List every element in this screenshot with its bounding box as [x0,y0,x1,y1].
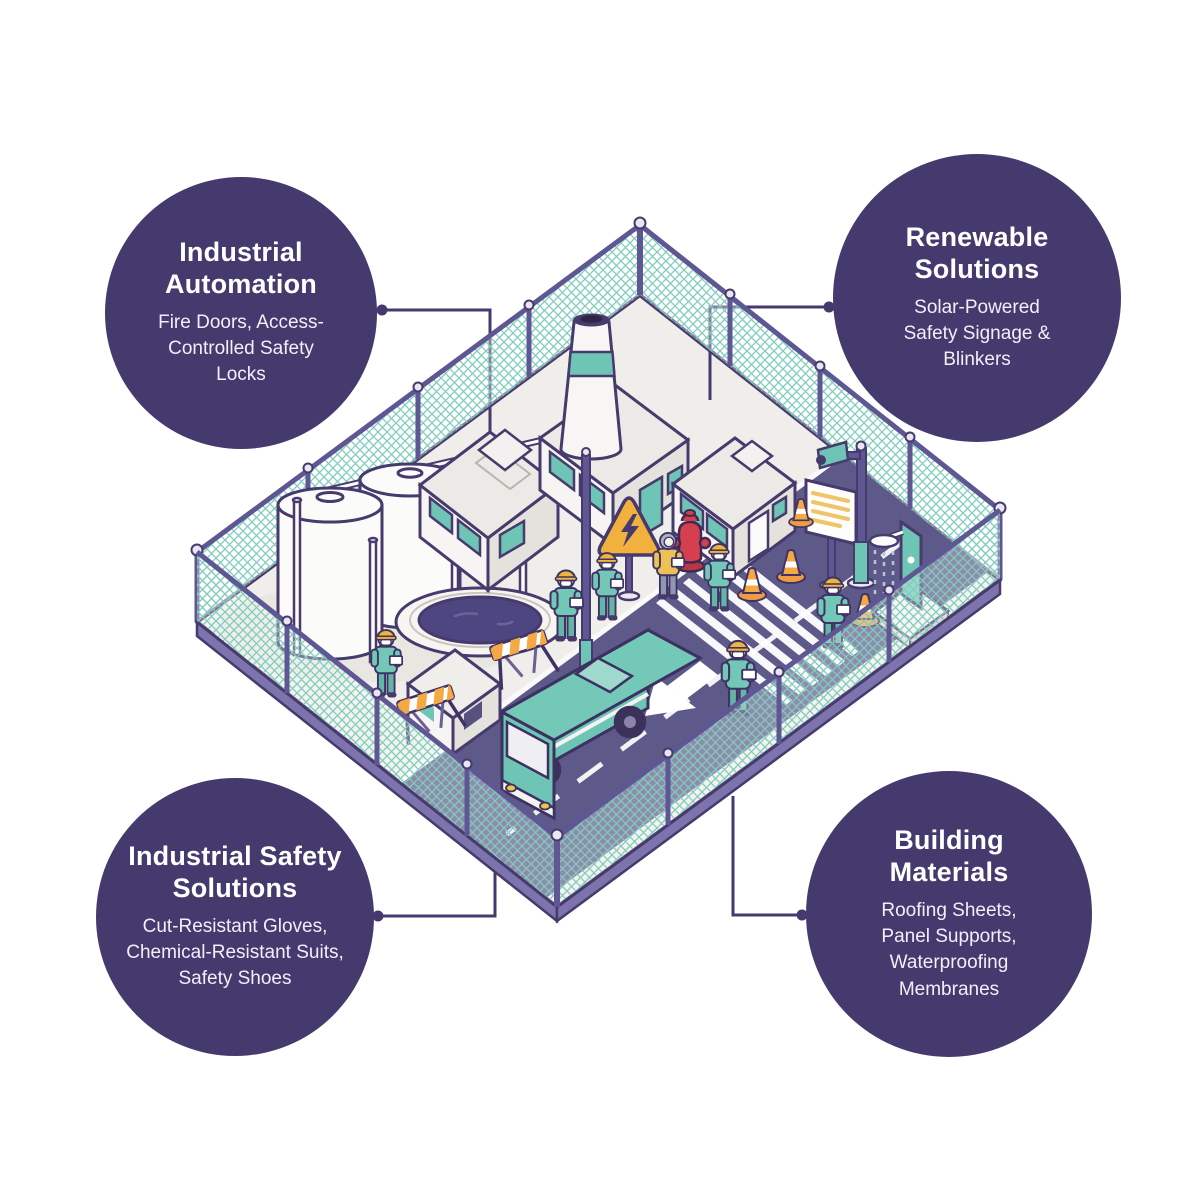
node-industrial-automation: Industrial Automation Fire Doors, Access… [105,177,377,449]
node-description: Roofing Sheets, Panel Supports, Waterpro… [881,899,1017,1000]
cctv-pole [816,440,876,590]
node-description: Fire Doors, Access-Controlled Safety Loc… [158,312,324,386]
warehouse-building-left [417,428,561,594]
guard-house [670,436,798,580]
node-title: Industrial Safety Solutions [128,841,342,904]
road-arrow [645,661,718,716]
node-title: Renewable Solutions [905,222,1049,285]
shuttle-bus [498,627,704,821]
node-description: Cut-Resistant Gloves, Chemical-Resistant… [126,916,344,990]
fire-hydrant [668,509,712,573]
fence-front [195,507,1002,924]
node-title: Industrial Automation [165,237,317,300]
node-industrial-safety-solutions: Industrial Safety Solutions Cut-Resistan… [96,778,374,1056]
node-renewable-solutions: Renewable Solutions Solar-Powered Safety… [833,154,1121,442]
node-description: Solar-Powered Safety Signage & Blinkers [903,297,1051,371]
node-title: Building Materials [889,825,1009,888]
factory-chimney [559,313,623,461]
node-building-materials: Building Materials Roofing Sheets, Panel… [806,771,1092,1057]
